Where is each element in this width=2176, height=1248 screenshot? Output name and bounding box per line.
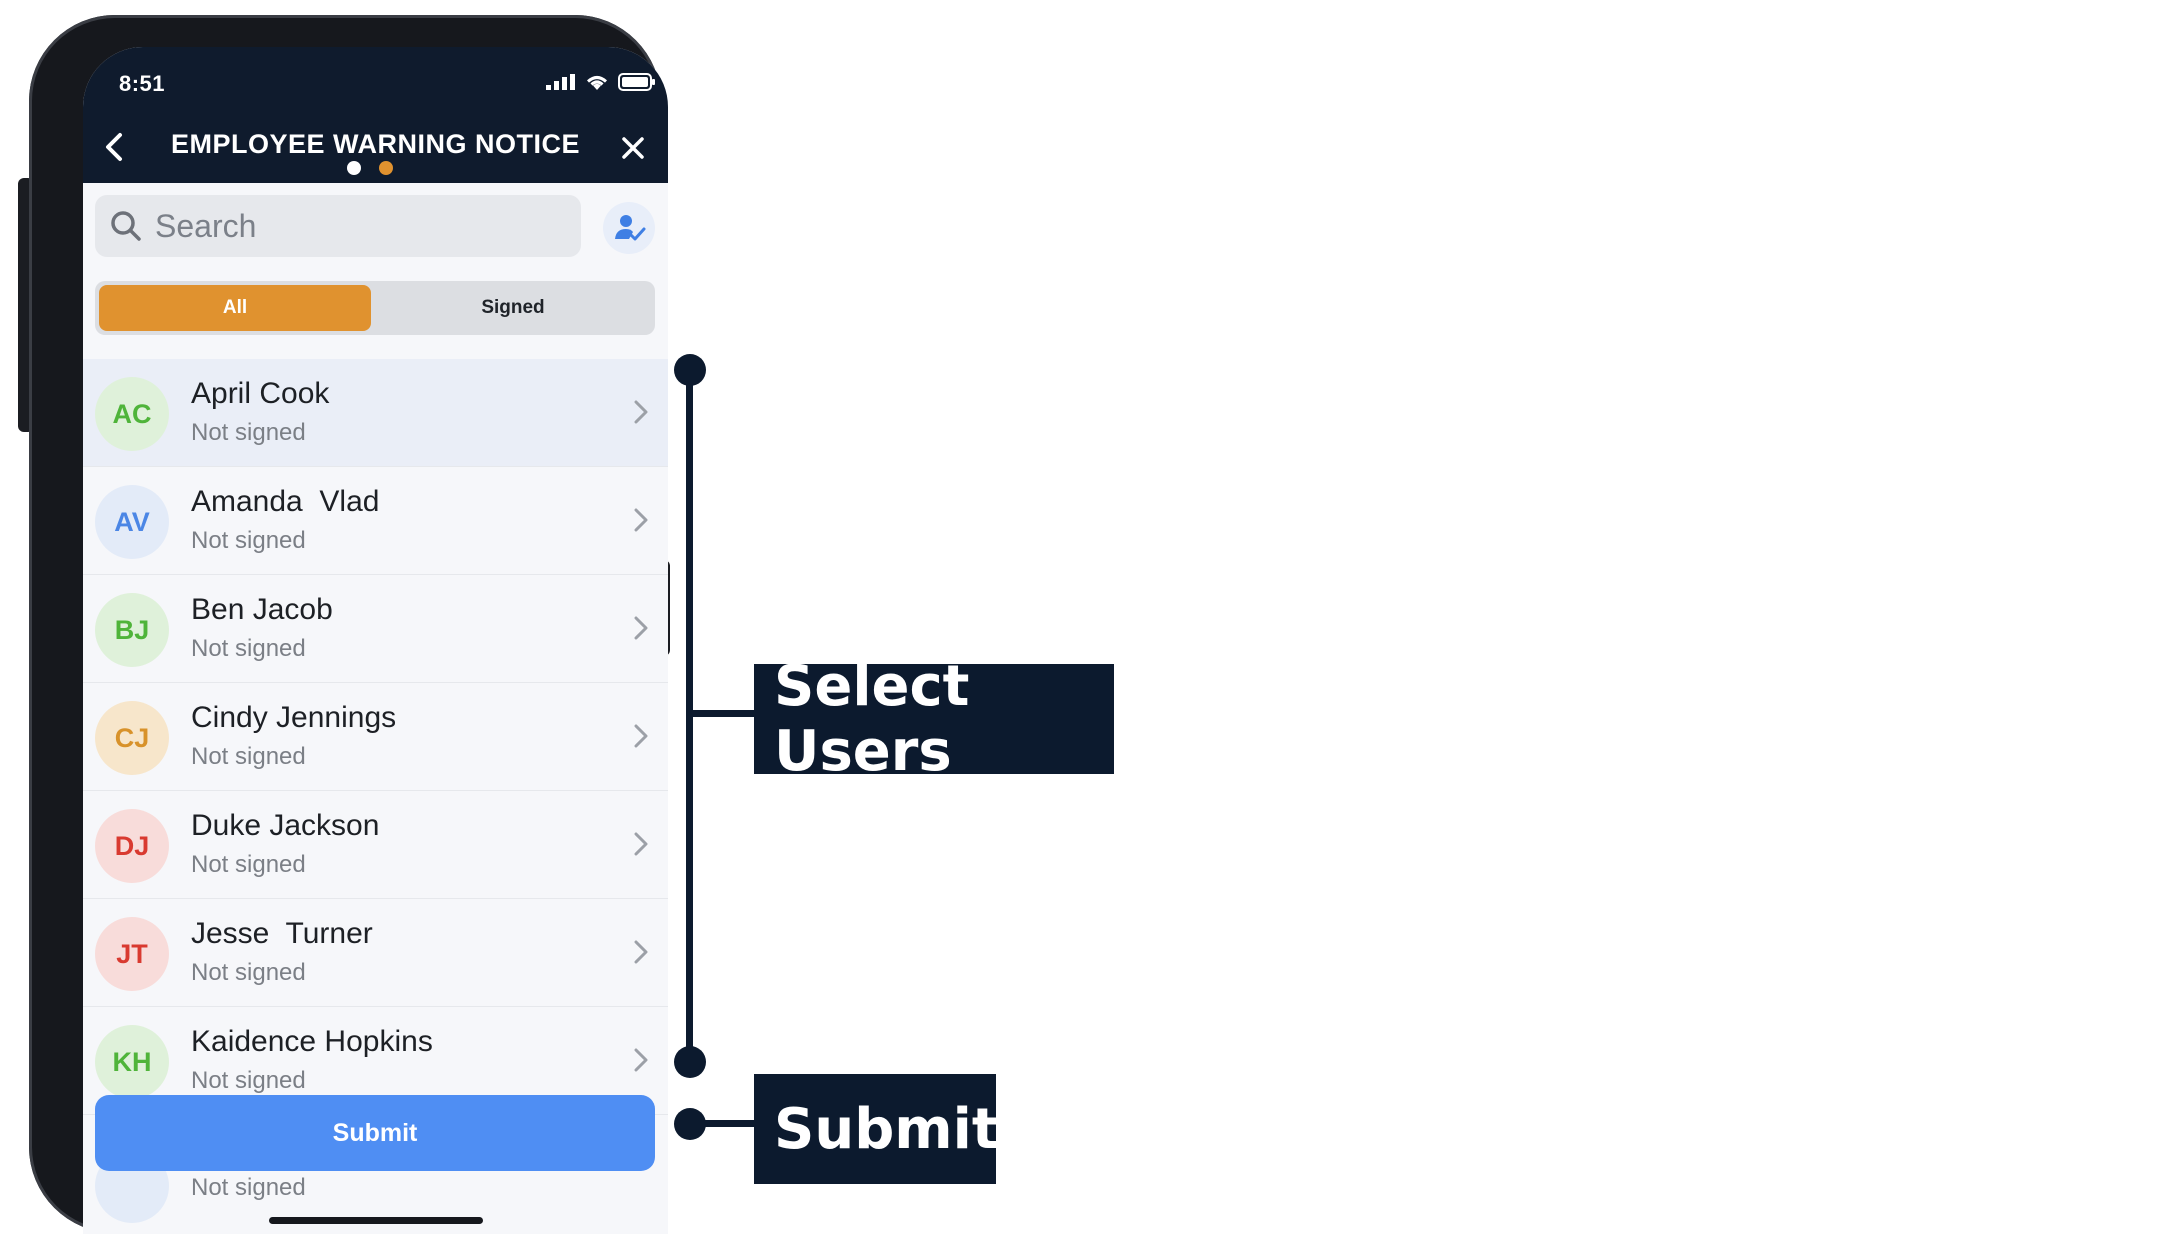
wifi-icon (587, 76, 607, 90)
battery-icon (618, 73, 655, 91)
close-icon[interactable] (618, 133, 648, 163)
submit-button[interactable]: Submit (95, 1095, 655, 1171)
page-title: EMPLOYEE WARNING NOTICE (170, 129, 581, 159)
status-bar: 8:51 (83, 47, 668, 105)
status-icons (546, 73, 656, 91)
filter-tabs: All Signed (95, 281, 655, 335)
user-name: Ben Jacob (191, 593, 333, 626)
chevron-right-icon (634, 400, 648, 424)
back-arrow-icon[interactable] (97, 129, 133, 165)
user-status: Not signed (191, 743, 306, 770)
bracket-line (686, 368, 693, 1054)
user-name: April Cook (191, 377, 330, 410)
app-screen: 8:51 (83, 47, 668, 1234)
bracket-top-dot (674, 354, 706, 386)
avatar: AC (95, 377, 169, 451)
search-bar[interactable] (95, 195, 581, 257)
chevron-right-icon (634, 724, 648, 748)
avatar: DJ (95, 809, 169, 883)
page-dot-1 (347, 161, 361, 175)
page-indicator (347, 161, 393, 175)
user-name: Jesse Turner (191, 917, 373, 950)
chevron-right-icon (634, 940, 648, 964)
submit-connector (690, 1120, 754, 1127)
status-time: 8:51 (119, 71, 166, 96)
user-status: Not signed (191, 1067, 306, 1094)
user-status: Not signed (191, 527, 306, 554)
avatar: AV (95, 485, 169, 559)
user-status: Not signed (191, 635, 306, 662)
search-icon (111, 211, 141, 241)
chevron-right-icon (634, 832, 648, 856)
app-header: 8:51 (83, 47, 668, 183)
avatar: CJ (95, 701, 169, 775)
tab-signed[interactable]: Signed (481, 297, 545, 318)
user-check-icon (615, 215, 646, 241)
search-input[interactable] (153, 206, 557, 246)
submit-callout: Submit (754, 1074, 999, 1184)
chevron-right-icon (634, 616, 648, 640)
bracket-bottom-dot (674, 1046, 706, 1078)
home-indicator (269, 1217, 483, 1224)
chevron-right-icon (634, 508, 648, 532)
select-users-callout: Select Users (754, 654, 1114, 784)
user-name: Kaidence Hopkins (191, 1025, 433, 1058)
phone-frame: 8:51 (29, 15, 668, 1234)
user-status: Not signed (191, 851, 306, 878)
user-status: Not signed (191, 419, 306, 446)
user-status: Not signed (191, 1174, 306, 1201)
chevron-right-icon (634, 1048, 648, 1072)
user-name: Amanda Vlad (191, 485, 380, 518)
avatar: JT (95, 917, 169, 991)
avatar: KH (95, 1025, 169, 1099)
user-name: Duke Jackson (191, 809, 380, 842)
select-users-connector (690, 710, 754, 717)
nav-row: EMPLOYEE WARNING NOTICE (83, 119, 668, 179)
tab-all[interactable]: All (99, 285, 371, 331)
signal-icon (546, 74, 575, 90)
user-status: Not signed (191, 959, 306, 986)
avatar: BJ (95, 593, 169, 667)
page-dot-2-active (379, 161, 393, 175)
user-name: Cindy Jennings (191, 701, 397, 734)
select-users-button[interactable] (603, 202, 655, 254)
